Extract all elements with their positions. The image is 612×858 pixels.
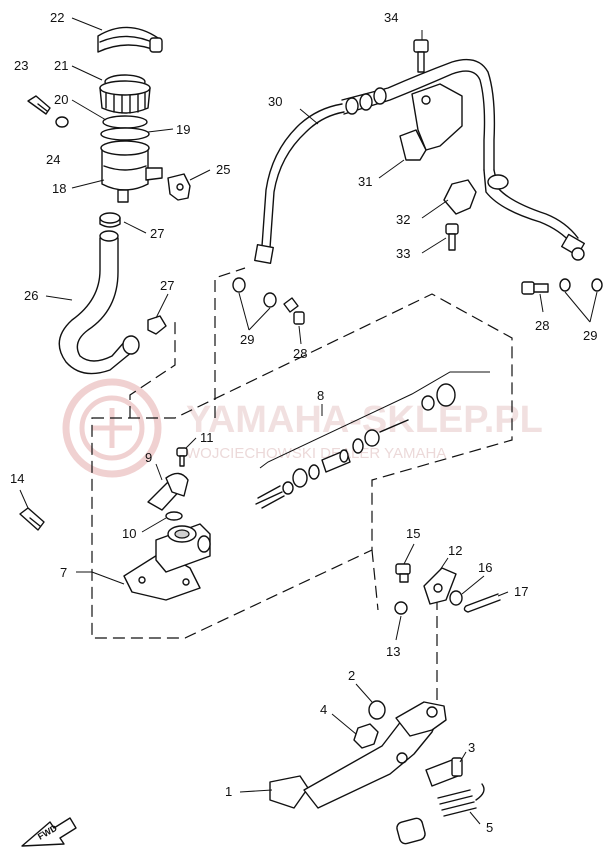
reservoir-cap — [99, 74, 151, 114]
hose-connection-guide — [129, 318, 176, 418]
leader-lines — [19, 17, 598, 825]
callout-18: 18 — [52, 181, 66, 196]
brake-pedal — [269, 701, 447, 809]
cotter-pin — [463, 593, 501, 613]
hose-clamp-lower — [147, 315, 167, 335]
hose-lower-guide — [214, 267, 246, 418]
callout-28-left: 28 — [293, 346, 307, 361]
copper-washer-left-1 — [232, 277, 246, 293]
clevis-nut — [394, 601, 408, 615]
callout-7: 7 — [60, 565, 67, 580]
pedal-pivot-bolt — [425, 757, 463, 787]
forward-direction-marker: FWD — [21, 817, 77, 847]
callout-3: 3 — [468, 740, 475, 755]
bracket-bolt-hole — [176, 183, 184, 191]
reservoir-hose — [58, 230, 140, 375]
kit-bracket — [259, 371, 490, 469]
cylinder-kit — [255, 383, 456, 509]
copper-washer-right-1 — [559, 278, 571, 292]
hose-fitting — [147, 472, 189, 511]
callout-16: 16 — [478, 560, 492, 575]
callout-11: 11 — [200, 430, 214, 445]
callout-20: 20 — [54, 92, 68, 107]
callout-13: 13 — [386, 644, 400, 659]
callout-12: 12 — [448, 543, 462, 558]
callout-29-left: 29 — [240, 332, 254, 347]
brake-hose — [254, 58, 585, 264]
master-cylinder-bolt — [19, 507, 45, 531]
watermark-tagline: WOJCIECHOWSKI DEALER YAMAHA — [186, 445, 446, 462]
reservoir-cap-band — [97, 26, 163, 53]
watermark-brand: YAMAHA-SKLEP.PL — [186, 399, 543, 441]
union-bolt-left — [283, 297, 305, 325]
hose-guide-bolt — [413, 39, 429, 73]
callout-28-right: 28 — [535, 318, 549, 333]
callout-5: 5 — [486, 820, 493, 835]
callout-25: 25 — [216, 162, 230, 177]
callout-23: 23 — [14, 58, 28, 73]
reservoir-bracket — [167, 173, 191, 201]
reservoir-bolt — [27, 95, 51, 115]
callout-19: 19 — [176, 122, 190, 137]
pedal-guide — [371, 549, 379, 611]
callout-numbers: 22 23 21 20 19 24 18 25 27 26 27 34 30 3… — [10, 10, 597, 835]
callout-1: 1 — [225, 784, 232, 799]
callout-33: 33 — [396, 246, 410, 261]
callout-17: 17 — [514, 584, 528, 599]
watermark: YAMAHA-SKLEP.PL WOJCIECHOWSKI DEALER YAM… — [62, 378, 543, 478]
callout-31: 31 — [358, 174, 372, 189]
callout-4: 4 — [320, 702, 327, 717]
pedal-washer — [368, 700, 386, 720]
pedal-collar — [396, 817, 426, 845]
callout-27-lower: 27 — [160, 278, 174, 293]
callout-34: 34 — [384, 10, 398, 25]
callout-14: 14 — [10, 471, 24, 486]
callout-22: 22 — [50, 10, 64, 25]
callout-21: 21 — [54, 58, 68, 73]
hose-clamp-upper — [99, 212, 121, 228]
clamp-bolt — [445, 223, 459, 251]
callout-26: 26 — [24, 288, 38, 303]
callout-15: 15 — [406, 526, 420, 541]
callout-2: 2 — [348, 668, 355, 683]
callout-30: 30 — [268, 94, 282, 109]
callout-27-upper: 27 — [150, 226, 164, 241]
reservoir-tank — [100, 140, 163, 203]
watermark-logo — [62, 378, 162, 478]
callout-10: 10 — [122, 526, 136, 541]
pedal-nut — [353, 723, 379, 749]
fitting-o-ring — [165, 511, 183, 521]
rear-master-cylinder — [123, 523, 211, 601]
hose-clamp-bracket — [443, 179, 477, 215]
clevis-washer — [449, 590, 463, 606]
callout-24: 24 — [46, 152, 60, 167]
diaphragm — [100, 127, 150, 141]
clevis-bolt — [395, 563, 411, 583]
callout-8: 8 — [317, 388, 324, 403]
copper-washer-left-2 — [263, 292, 277, 308]
callout-9: 9 — [145, 450, 152, 465]
master-cylinder-assembly-boundary — [91, 293, 513, 639]
diaphragm-plate — [102, 115, 148, 129]
callout-29-right: 29 — [583, 328, 597, 343]
hose-guide — [399, 83, 463, 161]
reservoir-washer — [55, 116, 69, 128]
copper-washer-right-2 — [591, 278, 603, 292]
return-spring — [437, 783, 485, 817]
union-bolt-right — [521, 281, 549, 295]
fitting-screw — [176, 447, 188, 467]
clevis — [423, 567, 457, 605]
callout-32: 32 — [396, 212, 410, 227]
